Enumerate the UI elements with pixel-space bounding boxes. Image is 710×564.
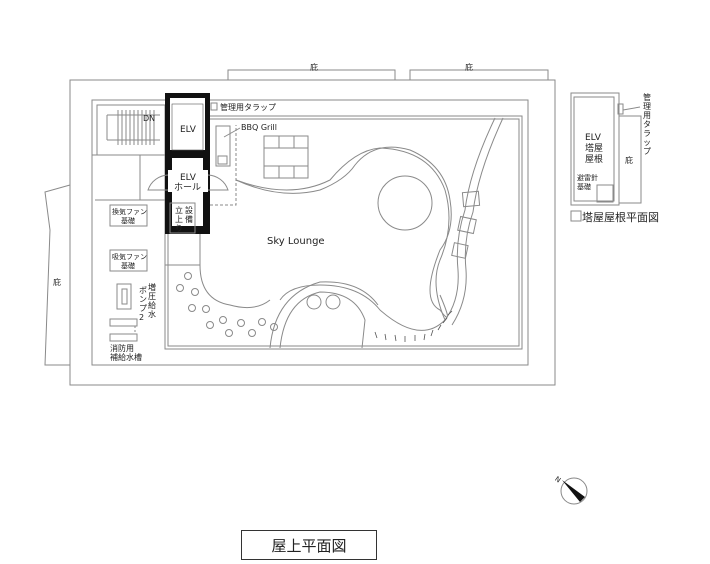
pool-curve: [269, 281, 379, 349]
booster-pump: [116, 283, 132, 310]
intake-fan-foundation: [109, 249, 148, 272]
exhaust-fan-foundation: [109, 204, 148, 227]
parapet: [91, 99, 529, 366]
stair: DN: [92, 104, 166, 156]
planter-curve: [444, 117, 496, 321]
pool-circle: [325, 294, 341, 310]
canopy-top-right: [409, 69, 549, 80]
door-swing: [147, 174, 229, 191]
roof-outline-dashed: [210, 125, 237, 206]
wall: [95, 155, 165, 201]
canopy-label: 庇: [465, 62, 473, 72]
bbq-sink: [217, 155, 228, 165]
svg-text:N: N: [553, 475, 562, 485]
equipment-riser: [169, 202, 196, 234]
exhaust-fan-label: 換気ファン基礎: [112, 207, 147, 225]
elv-hall-label: ホール: [174, 182, 201, 193]
canopy-top-left: [227, 69, 396, 80]
fire-water-tank: [109, 333, 138, 342]
pool-inner: [279, 291, 366, 349]
building-outline: [69, 79, 556, 386]
fire-water-tank: [109, 318, 138, 327]
leader-line: [223, 127, 241, 138]
planter-curve: [451, 117, 504, 326]
elv-hall-label: ELV: [180, 173, 197, 183]
elv-label: ELV: [180, 125, 197, 135]
tarap-label: 管理用タラップ: [220, 102, 276, 112]
tower-tarap-label: 管理 用タ ラッ プ: [643, 92, 654, 156]
lounge-floor-edge: [235, 147, 450, 331]
canopy-left: [44, 184, 71, 366]
drawing-title: 屋上平面図: [241, 530, 377, 560]
north-arrow-icon: N: [553, 475, 588, 505]
benches: [451, 190, 481, 259]
pool-circle: [306, 294, 322, 310]
fire-tank-label: 消防用補給水槽: [110, 343, 142, 362]
bbq-grill: [215, 125, 231, 167]
stepping-stones: [165, 264, 278, 337]
round-feature: [377, 175, 433, 231]
elevator-core: ELV ELV ホール: [165, 93, 210, 234]
intake-fan-label: 吸気ファン基礎: [112, 252, 147, 270]
equipment-label: 立設 上備 り: [175, 205, 196, 233]
steps-ticks: [374, 310, 453, 342]
canopy-label: 庇: [310, 62, 318, 72]
booster-pump-inner: [121, 288, 128, 305]
lounge-curve: [235, 146, 452, 318]
tarap: [210, 102, 218, 111]
canopy-label: 庇: [53, 277, 61, 287]
sky-lounge-label: Sky Lounge: [267, 236, 325, 247]
dn-label: DN: [143, 114, 155, 123]
tower-canopy-label: 庇: [625, 155, 633, 165]
lightning-rod-label: 避雷針基礎: [577, 173, 598, 191]
wall: [164, 234, 201, 265]
bbq-label: BBQ Grill: [241, 123, 277, 132]
tower-roof-caption: 塔屋屋根平面図: [582, 210, 659, 224]
dining-table: [263, 135, 309, 179]
